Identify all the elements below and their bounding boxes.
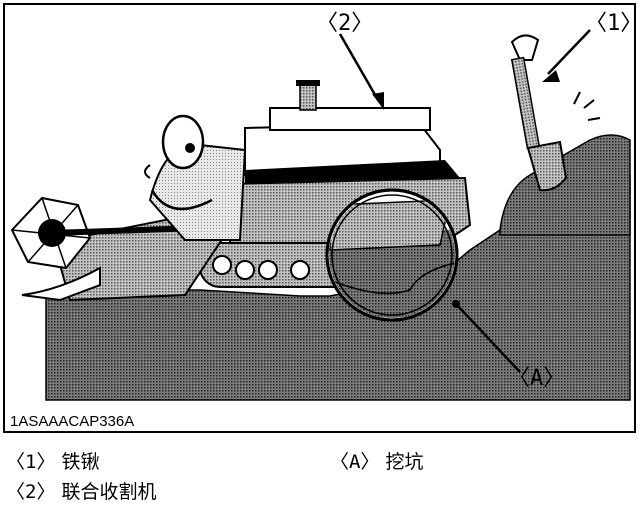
leader-lines (338, 29, 591, 373)
legend-item-pit: 〈A〉 挖坑 (330, 450, 424, 474)
legend-tag: 〈2〉 (6, 481, 56, 503)
legend-tag: 〈1〉 (6, 451, 56, 473)
callout-shovel: 〈1〉 (585, 11, 640, 36)
callout-pit: 〈A〉 (508, 366, 565, 391)
legend-item-combine: 〈2〉 联合收割机 (6, 480, 157, 504)
legend-text: 铁锹 (61, 451, 100, 473)
soil-mound (499, 134, 631, 236)
arrowhead-combine (372, 92, 384, 110)
legend-text: 联合收割机 (61, 481, 157, 503)
pit-marker (452, 300, 460, 308)
shovel (510, 34, 601, 192)
callout-combine: 〈2〉 (316, 11, 373, 36)
legend-item-shovel: 〈1〉 铁锹 (6, 450, 100, 474)
illustration: 〈1〉 〈2〉 〈A〉 1ASAAACAP336A (3, 3, 640, 433)
legend: 〈1〉 铁锹 〈A〉 挖坑 〈2〉 联合收割机 (0, 446, 640, 511)
arrowhead-shovel (542, 70, 560, 82)
figure-id: 1ASAAACAP336A (10, 413, 134, 430)
legend-text: 挖坑 (385, 451, 424, 473)
legend-tag: 〈A〉 (330, 451, 380, 473)
